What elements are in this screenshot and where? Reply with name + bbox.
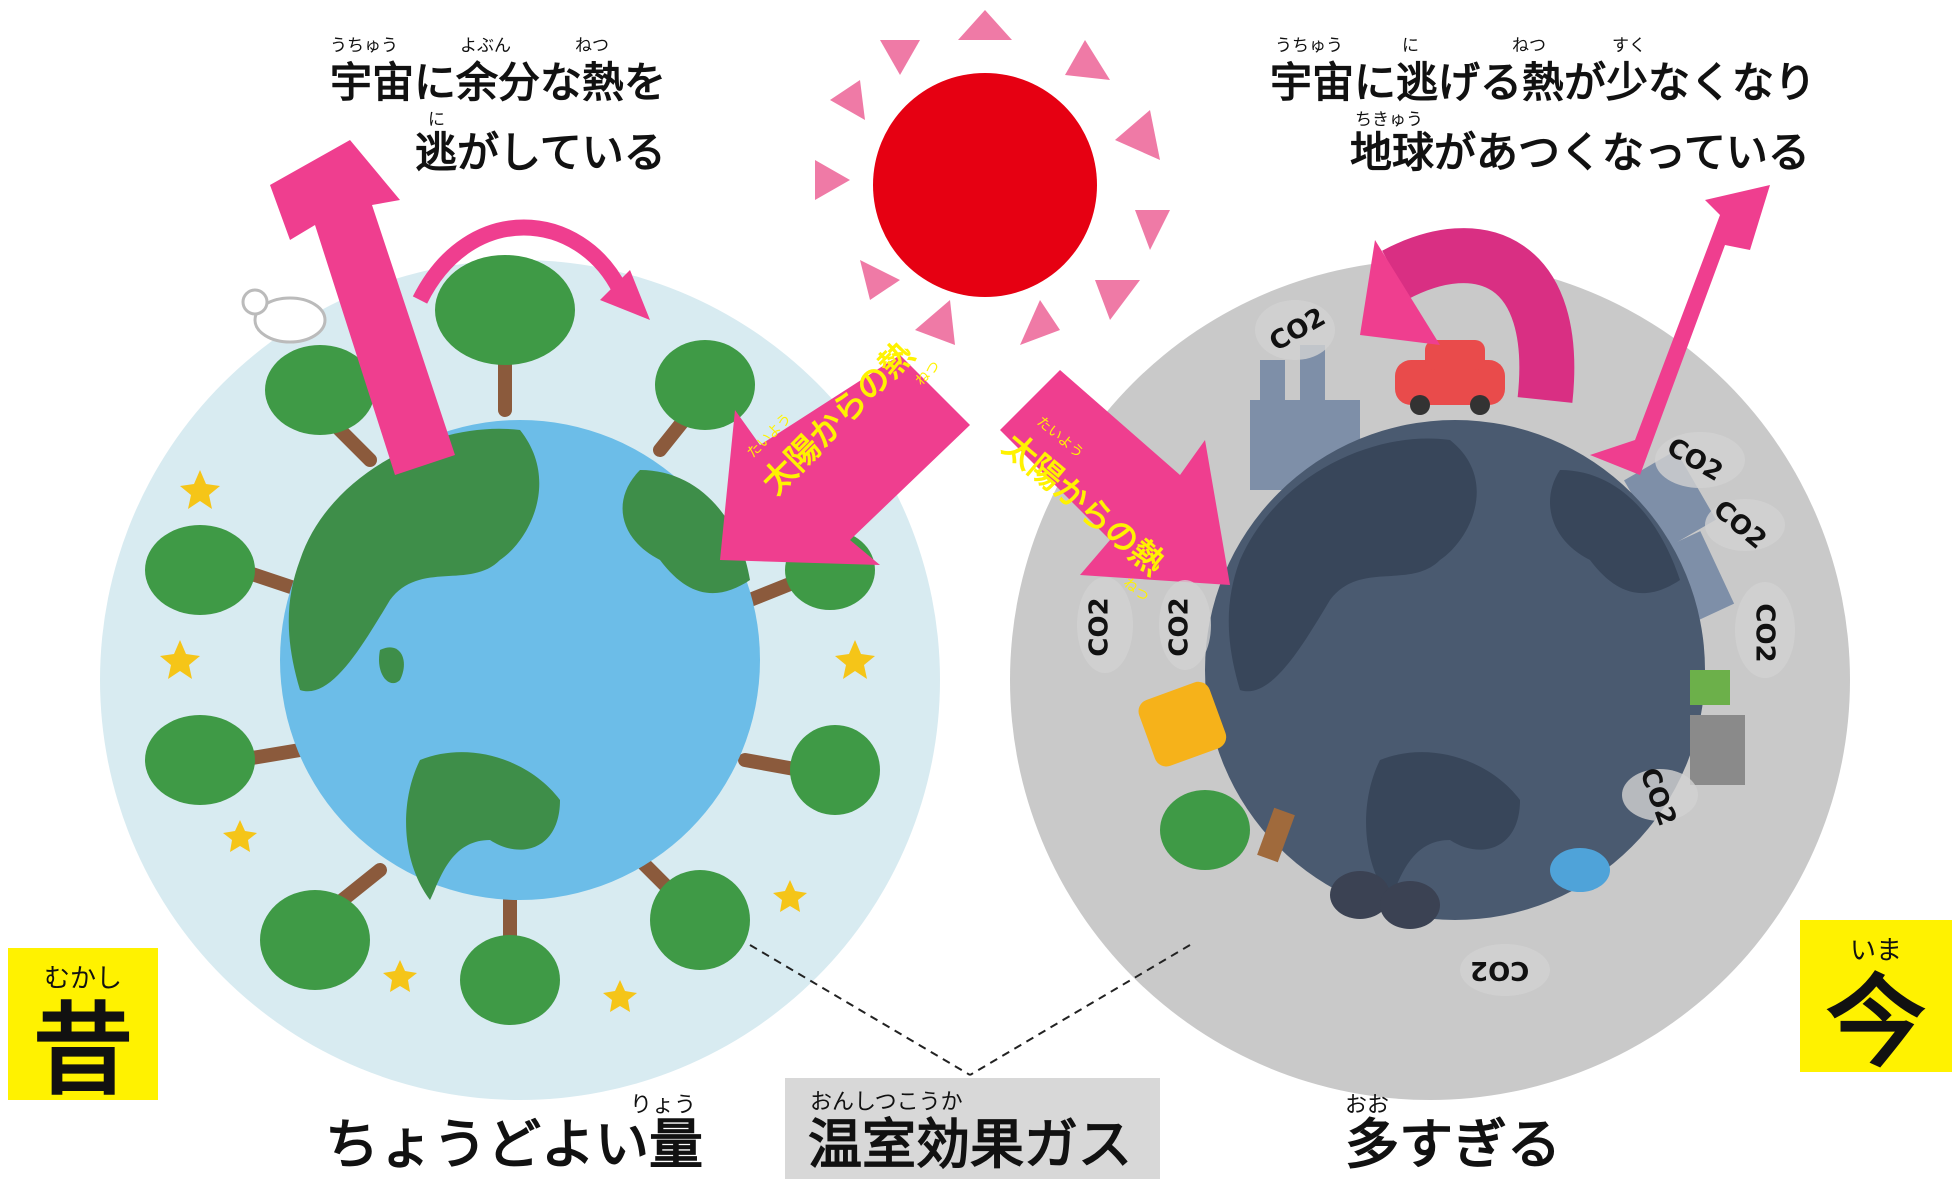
- past-era-label: 昔: [33, 992, 133, 1109]
- trash-can: [1550, 848, 1610, 892]
- present-sun-arrow: [1000, 370, 1230, 585]
- present-caption: 多すぎる: [1345, 1113, 1561, 1176]
- sun: [815, 10, 1170, 345]
- present-ruby-uchuu: うちゅう: [1275, 36, 1343, 56]
- past-ruby-ni: に: [428, 110, 445, 130]
- present-ruby-ni: に: [1402, 36, 1419, 56]
- past-era-ruby: むかし: [43, 964, 122, 994]
- past-ruby-yobun: よぶん: [460, 36, 511, 56]
- sun-rays: [815, 10, 1170, 345]
- present-continents: [1228, 438, 1680, 900]
- co2-label-2: CO2: [1084, 597, 1115, 657]
- past-caption: ちょうどよい量: [325, 1113, 703, 1176]
- past-curve-arrow: [412, 219, 628, 304]
- ghg-caption-ruby: おんしつこうか: [810, 1090, 963, 1115]
- past-earth: [145, 255, 880, 1025]
- present-ruby-chikyuu: ちきゅう: [1355, 110, 1423, 130]
- tires: [1330, 871, 1440, 929]
- present-era-ruby: いま: [1849, 936, 1902, 966]
- present-era-label: 今: [1826, 964, 1926, 1081]
- co2-label-8: CO2: [1470, 955, 1530, 985]
- past-continents: [288, 428, 750, 900]
- present-heading-line2: 地球があつくなっている: [1350, 128, 1810, 177]
- past-heading-line2: 逃がしている: [415, 128, 666, 177]
- co2-label-3: CO2: [1164, 597, 1195, 657]
- leader-lines: [749, 944, 1191, 1076]
- ghg-caption-box: [785, 1078, 1160, 1179]
- present-earth: [1138, 340, 1745, 929]
- fallen-tree: [1160, 790, 1295, 870]
- present-era-box: いま 今: [1800, 920, 1952, 1081]
- ghg-caption: 温室効果ガス: [808, 1113, 1132, 1176]
- present-return-arrow: [1382, 228, 1575, 403]
- past-escape-arrow: [270, 140, 455, 475]
- red-car: [1395, 340, 1505, 415]
- present-ruby-netsu: ねつ: [1512, 36, 1546, 56]
- present-escape-arrow: [1590, 185, 1770, 475]
- past-sun-arrow: [720, 355, 970, 565]
- yellow-bus: [1138, 681, 1227, 767]
- present-ruby-suku: すく: [1612, 36, 1646, 56]
- past-ruby-netsu: ねつ: [575, 36, 609, 56]
- truck: [1690, 670, 1745, 785]
- co2-clouds: [1077, 300, 1795, 996]
- past-heading-line1: 宇宙に余分な熱を: [330, 58, 667, 107]
- past-caption-ruby: りょう: [630, 1093, 697, 1118]
- bird: [241, 288, 327, 344]
- past-era-box: むかし 昔: [8, 948, 158, 1109]
- sun-disc: [873, 73, 1097, 297]
- co2-label-6: CO2: [1749, 603, 1780, 663]
- tree-crowns: [145, 255, 880, 1025]
- stars: [160, 470, 875, 1012]
- present-caption-ruby: おお: [1345, 1093, 1390, 1118]
- past-ruby-uchuu: うちゅう: [330, 36, 398, 56]
- present-heading-line1: 宇宙に逃げる熱が少なくなり: [1270, 58, 1817, 107]
